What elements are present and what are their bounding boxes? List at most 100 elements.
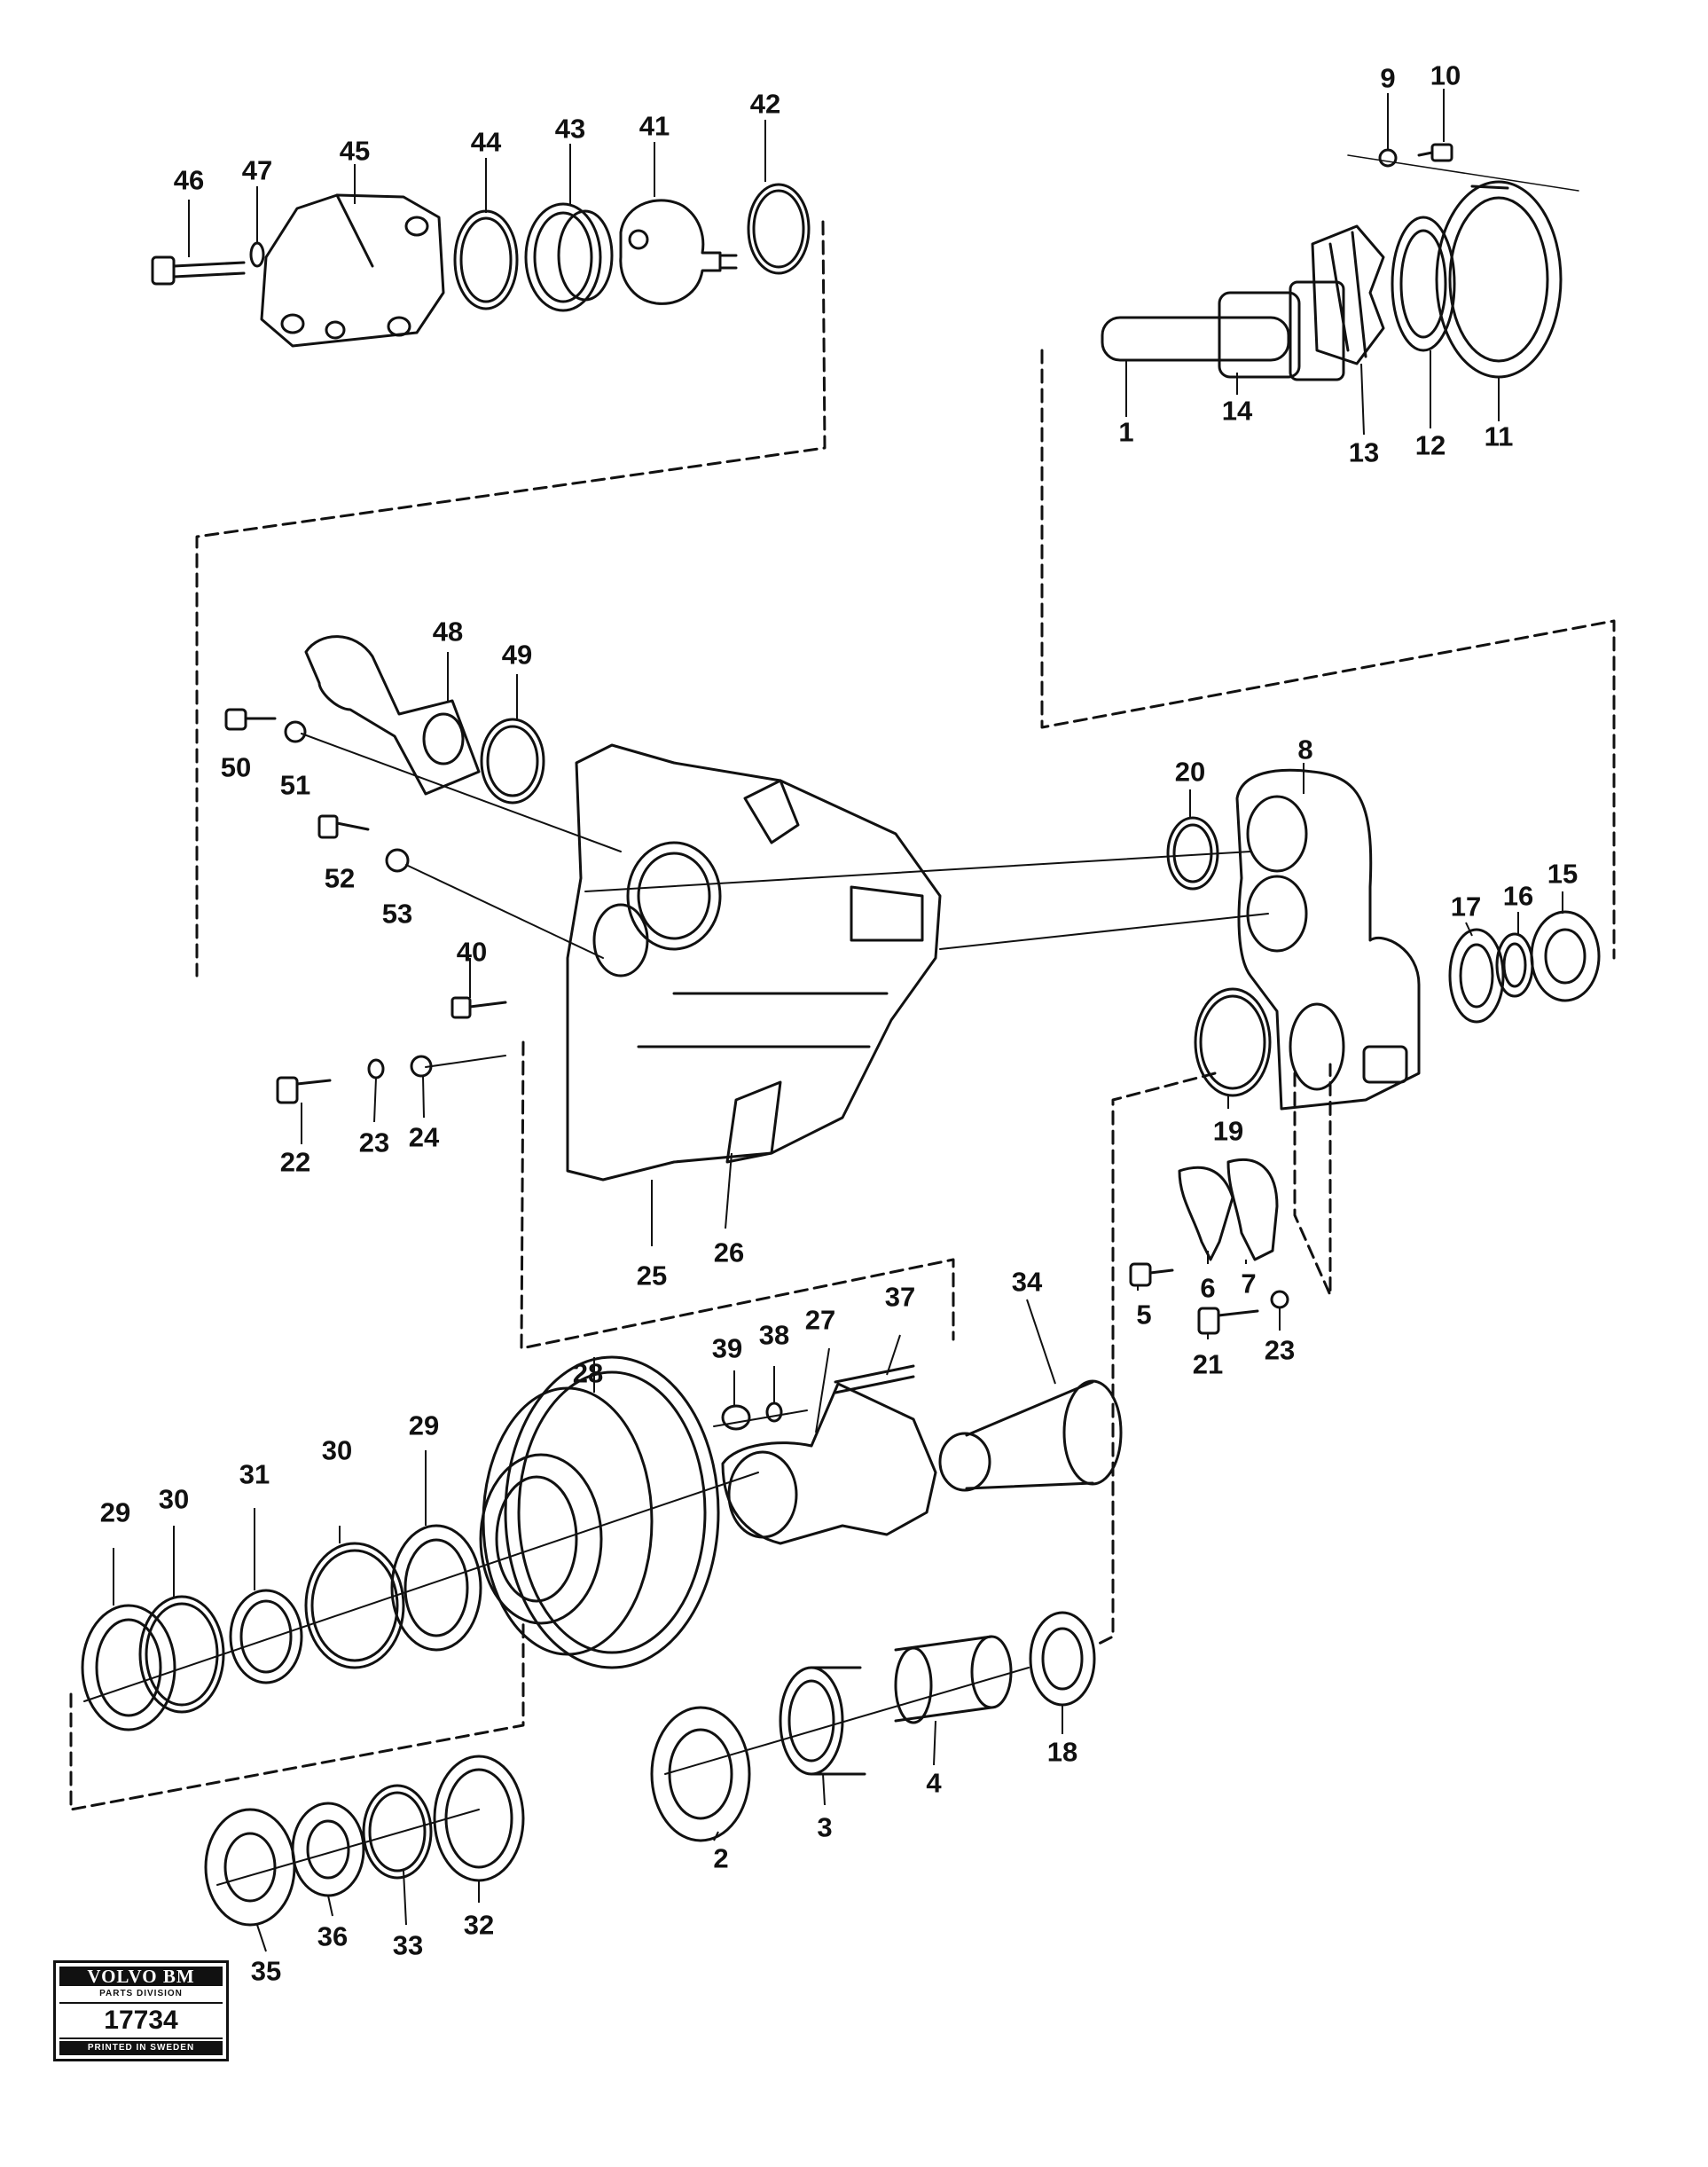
retaining-ring-42 — [747, 183, 811, 275]
callout-18: 18 — [1046, 1736, 1078, 1768]
thermostat-41 — [619, 199, 738, 305]
callout-45: 45 — [339, 135, 371, 167]
stamp-division: PARTS DIVISION — [99, 1989, 183, 1998]
cover-26 — [725, 1080, 782, 1164]
callout-35: 35 — [250, 1955, 282, 1987]
stamp-brand: VOLVO BM — [59, 1967, 223, 1986]
callout-17: 17 — [1450, 891, 1482, 923]
callout-51: 51 — [279, 769, 311, 801]
callout-37: 37 — [884, 1281, 916, 1313]
thermostat-cover-45 — [260, 193, 445, 348]
callout-21: 21 — [1192, 1348, 1224, 1380]
nut-39 — [721, 1404, 751, 1431]
callout-20: 20 — [1174, 756, 1206, 788]
washer-23a — [367, 1058, 385, 1080]
callout-30b: 30 — [321, 1434, 353, 1466]
callout-36: 36 — [317, 1920, 349, 1952]
seal-29a — [81, 1604, 176, 1731]
bracket-27 — [721, 1382, 937, 1545]
pump-housing-25 — [566, 743, 942, 1182]
callout-19: 19 — [1212, 1115, 1244, 1147]
screw-5 — [1129, 1262, 1174, 1287]
callout-1: 1 — [1118, 416, 1134, 448]
circlip-30b — [304, 1542, 405, 1669]
callout-13: 13 — [1348, 436, 1380, 468]
gear-2 — [650, 1706, 751, 1842]
callout-39: 39 — [711, 1332, 743, 1364]
washer-53 — [385, 848, 410, 873]
stamp-drawing-number: 17734 — [59, 2002, 223, 2039]
washer-51 — [284, 720, 307, 743]
seal-18 — [1029, 1611, 1096, 1707]
callout-44: 44 — [470, 126, 502, 158]
callout-47: 47 — [241, 154, 273, 186]
callout-25: 25 — [636, 1260, 668, 1292]
circlip-30a — [138, 1595, 225, 1714]
callout-34: 34 — [1011, 1266, 1043, 1298]
callout-31: 31 — [239, 1458, 270, 1490]
callout-26: 26 — [713, 1237, 745, 1268]
callout-15: 15 — [1547, 858, 1579, 890]
washer-47 — [249, 241, 265, 268]
callout-27: 27 — [804, 1304, 836, 1336]
callout-4: 4 — [926, 1767, 942, 1799]
callout-32: 32 — [463, 1909, 495, 1941]
stamp-footer: PRINTED IN SWEDEN — [59, 2041, 223, 2055]
callout-53: 53 — [381, 898, 413, 930]
callout-16: 16 — [1502, 880, 1534, 912]
seal-ring-43 — [524, 202, 614, 312]
elbow-48 — [304, 635, 481, 796]
pump-shaft-1 — [1101, 280, 1345, 381]
callout-22: 22 — [279, 1146, 311, 1178]
circlip-33 — [362, 1784, 433, 1880]
bolt-46 — [151, 255, 246, 286]
seal-29b — [390, 1524, 482, 1652]
impeller-13 — [1311, 224, 1385, 365]
callout-33: 33 — [392, 1929, 424, 1961]
bolt-21 — [1197, 1307, 1259, 1335]
parts-stamp: VOLVO BM PARTS DIVISION 17734 PRINTED IN… — [53, 1960, 229, 2061]
o-ring-19 — [1194, 987, 1272, 1097]
callout-46: 46 — [173, 164, 205, 196]
washer-23b — [1270, 1290, 1289, 1309]
washer-24 — [410, 1055, 433, 1078]
callout-23a: 23 — [358, 1127, 390, 1158]
callout-48: 48 — [432, 616, 464, 648]
callout-49: 49 — [501, 639, 533, 671]
callout-50: 50 — [220, 751, 252, 783]
callout-7: 7 — [1241, 1268, 1257, 1299]
callout-23b: 23 — [1264, 1334, 1296, 1366]
shim-6 — [1178, 1166, 1234, 1261]
seal-12 — [1391, 216, 1456, 352]
o-ring-49 — [480, 718, 545, 805]
nut-35 — [204, 1808, 296, 1927]
callout-28: 28 — [572, 1357, 604, 1389]
spacer-4 — [894, 1635, 1013, 1724]
tab-washer-36 — [291, 1802, 365, 1897]
shim-7 — [1226, 1158, 1279, 1261]
bearing-17 — [1448, 928, 1505, 1024]
callout-30a: 30 — [158, 1483, 190, 1515]
screw-10 — [1417, 143, 1453, 162]
callout-14: 14 — [1221, 395, 1253, 427]
callout-9: 9 — [1380, 62, 1396, 94]
flange-15 — [1530, 910, 1601, 1002]
callout-12: 12 — [1414, 429, 1446, 461]
bearing-3 — [779, 1666, 866, 1776]
sleeve-34 — [938, 1379, 1123, 1492]
sensor-52 — [317, 814, 370, 839]
o-ring-20 — [1166, 816, 1219, 891]
callout-10: 10 — [1430, 59, 1461, 91]
callout-41: 41 — [639, 110, 670, 142]
callout-24: 24 — [408, 1121, 440, 1153]
callout-42: 42 — [749, 88, 781, 120]
callout-5: 5 — [1136, 1299, 1152, 1331]
callout-8: 8 — [1297, 734, 1313, 766]
screw-40 — [451, 996, 507, 1019]
washer-9 — [1378, 148, 1398, 168]
screw-50 — [224, 708, 277, 731]
callout-6: 6 — [1200, 1272, 1216, 1304]
callout-3: 3 — [817, 1811, 833, 1843]
callout-2: 2 — [713, 1842, 729, 1874]
